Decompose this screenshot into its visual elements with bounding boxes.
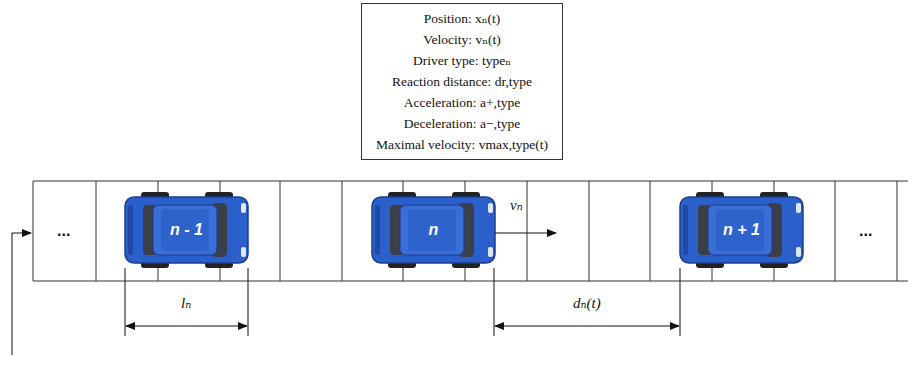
length-label: lₙ [181, 294, 191, 312]
car-label-area: n + 1 [680, 197, 803, 263]
ellipsis: ... [57, 222, 70, 240]
attribute-line: Maximal velocity: vmax,type(t) [372, 134, 552, 155]
car-label-area: n [372, 197, 495, 263]
attribute-line: Deceleration: a−,type [372, 113, 552, 134]
ellipsis: ... [859, 222, 872, 240]
attribute-line: Acceleration: a+,type [372, 92, 552, 113]
car-label-area: n - 1 [125, 197, 248, 263]
attribute-line: Velocity: vₙ(t) [372, 29, 552, 50]
attribute-line: Reaction distance: dr,type [372, 71, 552, 92]
distance-label: dₙ(t) [573, 294, 601, 312]
attribute-line: Position: xₙ(t) [372, 8, 552, 29]
velocity-label: vₙ [510, 196, 523, 214]
attribute-line: Driver type: typeₙ [372, 50, 552, 71]
car-number: n [429, 221, 439, 239]
car-number: n - 1 [170, 221, 203, 239]
attribute-box: Position: xₙ(t)Velocity: vₙ(t)Driver typ… [361, 3, 563, 160]
car-number: n + 1 [723, 221, 760, 239]
